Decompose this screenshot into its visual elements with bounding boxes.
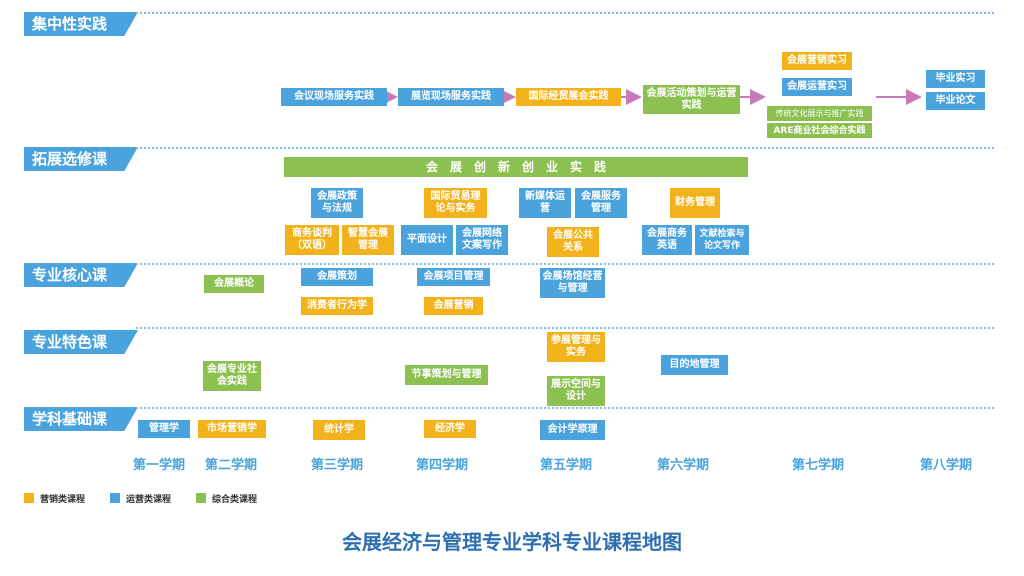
course-innovation-bar: 会 展 创 新 创 业 实 践 [284,157,748,177]
course-p4: 会展活动策划与运营实践 [643,85,740,114]
row-label-feature: 专业特色课 [24,330,138,354]
course-e5: 平面设计 [401,225,453,255]
course-c5: 会展营销 [424,297,483,315]
course-e4: 国际贸易理论与实务 [424,188,487,218]
term-1: 第一学期 [133,458,186,473]
term-7: 第七学期 [792,458,845,473]
course-f4: 展示空间与设计 [547,376,605,406]
term-6: 第六学期 [657,458,710,473]
course-b5: 会计学原理 [540,420,605,440]
course-f3: 参展管理与实务 [547,332,605,362]
course-c6: 会展场馆经营与管理 [540,268,605,298]
course-f2: 节事策划与管理 [405,365,488,385]
course-e1: 会展政策与法规 [311,188,363,218]
legend-swatch-orange [24,493,34,503]
row-label-basic: 学科基础课 [24,407,138,431]
divider-core [136,263,994,265]
course-e8: 会展服务管理 [575,188,627,218]
course-e10: 财务管理 [670,188,720,218]
course-c1: 会展概论 [204,275,264,293]
legend-label-marketing: 营销类课程 [40,495,86,505]
course-e6: 会展网络文案写作 [456,225,508,255]
course-e11: 会展商务英语 [642,225,692,255]
course-p6a: 毕业实习 [926,70,985,88]
course-e3: 智慧会展管理 [342,225,394,255]
course-c3: 消费者行为学 [301,297,373,315]
row-label-core: 专业核心课 [24,263,138,287]
term-2: 第二学期 [205,458,258,473]
course-p2: 展览现场服务实践 [398,88,504,106]
divider-basic [136,407,994,409]
course-p5b: 会展运营实习 [782,78,852,96]
course-e7: 新媒体运营 [519,188,571,218]
row-label-concentrated-practice: 集中性实践 [24,12,138,36]
course-e12: 文献检索与论文写作 [695,225,749,255]
course-p1: 会议现场服务实践 [281,88,387,106]
legend-label-operations: 运营类课程 [126,495,172,505]
term-3: 第三学期 [311,458,364,473]
course-b1: 管理学 [138,420,190,438]
course-p5a: 会展营销实习 [782,52,852,70]
course-b3: 统计学 [313,420,365,440]
course-e9: 会展公共关系 [547,227,599,257]
term-8: 第八学期 [920,458,973,473]
row-label-elective: 拓展选修课 [24,147,138,171]
course-c4: 会展项目管理 [417,268,490,286]
course-c2: 会展策划 [301,268,373,286]
legend-swatch-blue [110,493,120,503]
course-b2: 市场营销学 [198,420,266,438]
divider-feature [136,327,994,329]
course-p5d: ARE商业社会综合实践 [767,123,872,138]
course-p5c: 传统文化展示与推广实践 [767,106,872,121]
page-title: 会展经济与管理专业学科专业课程地图 [342,530,682,554]
course-f1: 会展专业社会实践 [203,361,261,391]
term-4: 第四学期 [416,458,469,473]
legend-label-comprehensive: 综合类课程 [212,495,258,505]
legend-swatch-green [196,493,206,503]
divider-concentrated [136,12,994,14]
term-5: 第五学期 [540,458,593,473]
course-p6b: 毕业论文 [926,92,985,110]
course-b4: 经济学 [424,420,476,438]
course-p3: 国际经贸展会实践 [516,88,621,106]
course-e2: 商务谈判（双语） [285,225,339,255]
course-f5: 目的地管理 [661,355,728,375]
divider-elective [136,147,994,149]
